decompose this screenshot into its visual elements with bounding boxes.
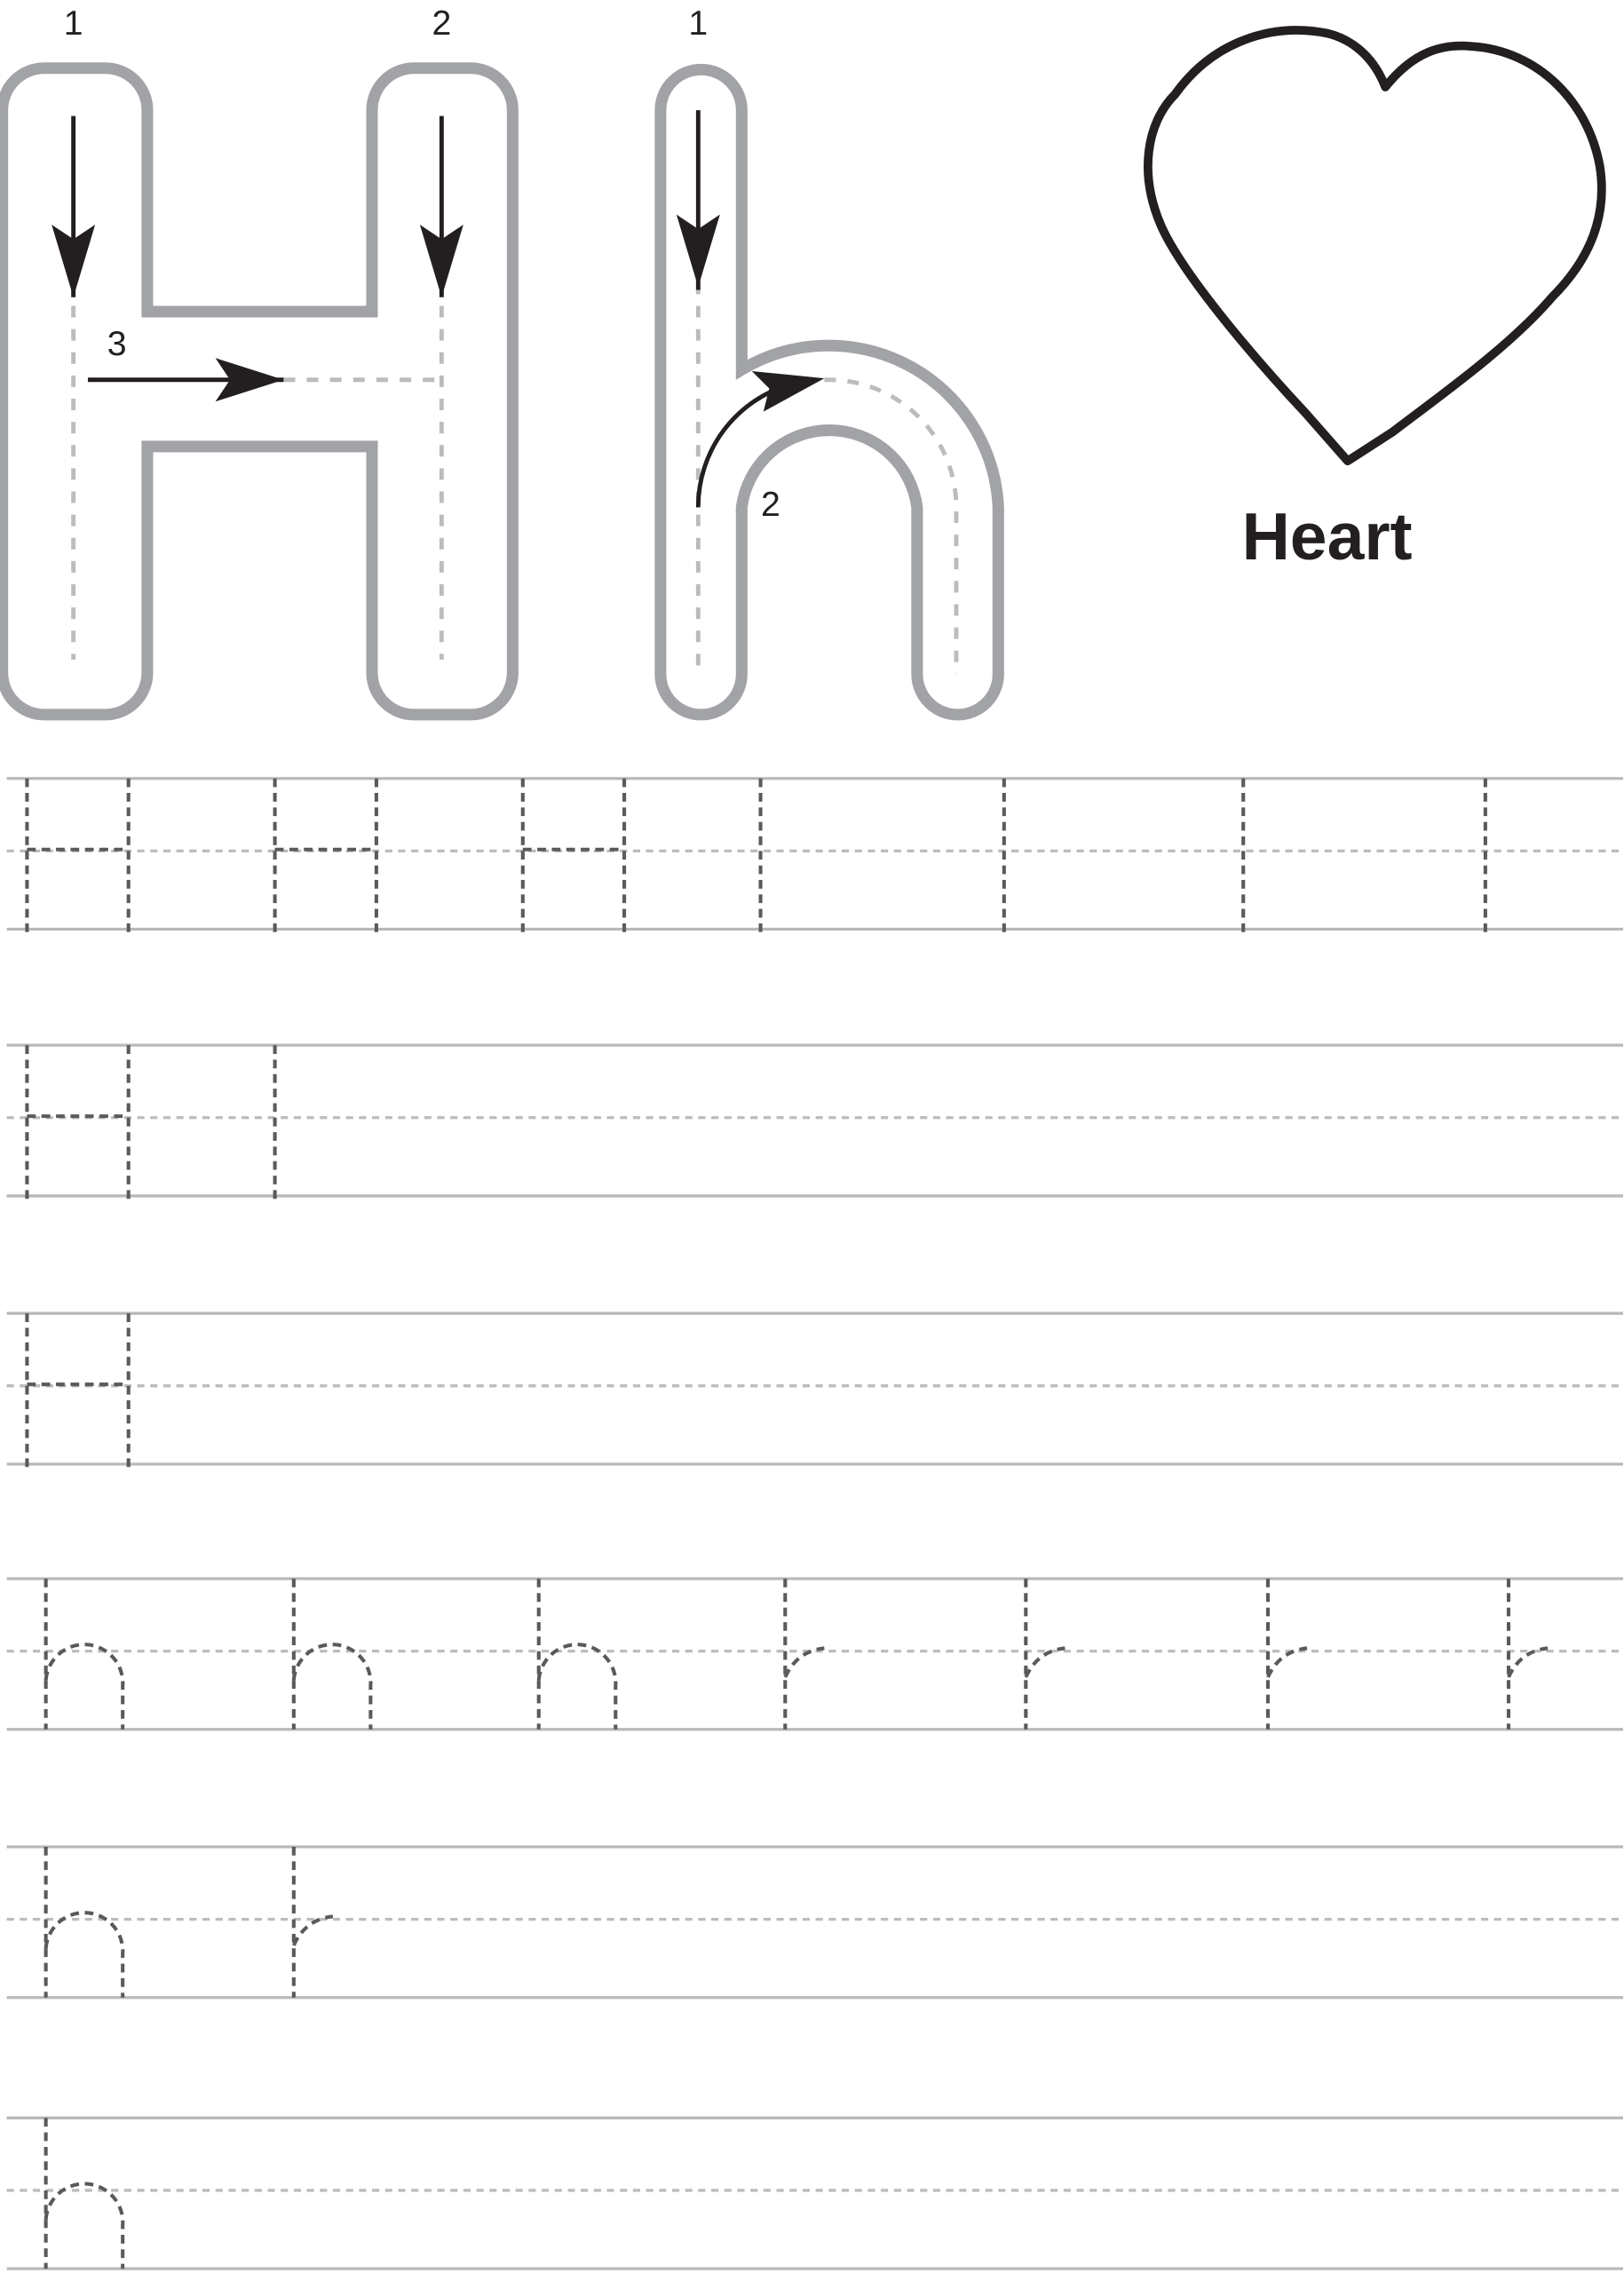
uppercase-h-dashed-guides xyxy=(71,282,444,660)
stroke-arrow-2 xyxy=(419,115,463,297)
start-guide-lowercase-h xyxy=(1506,1578,1549,1730)
stroke-number: 1 xyxy=(688,4,708,43)
stroke-arrow-1 xyxy=(676,110,720,290)
h-arch-start xyxy=(1024,1646,1066,1678)
h-arch xyxy=(291,1643,373,1730)
traceable-lowercase-h xyxy=(44,2118,125,2269)
uppercase-h-outline xyxy=(0,62,519,721)
traceable-uppercase-h xyxy=(25,1045,131,1200)
h-arch xyxy=(44,1911,125,1998)
traceable-uppercase-h xyxy=(25,778,131,932)
traceable-lowercase-h xyxy=(291,1578,373,1730)
heart-picture: Heart xyxy=(1144,26,1606,574)
uppercase-h-model: 1 2 3 xyxy=(0,4,519,721)
lowercase-h-dashed-guides xyxy=(695,282,959,675)
lowercase-h-model: 1 2 xyxy=(654,4,1004,721)
start-guide-lowercase-h xyxy=(783,1578,825,1730)
traceable-uppercase-h xyxy=(520,778,627,932)
practice-row xyxy=(6,777,1623,934)
start-guide-lowercase-h xyxy=(1265,1578,1308,1730)
practice-row xyxy=(6,1311,1623,1468)
h-arch-start xyxy=(1266,1646,1308,1678)
h-arch xyxy=(536,1643,618,1730)
practice-row xyxy=(6,1577,1623,1731)
traceable-uppercase-h xyxy=(25,1313,131,1468)
stroke-arrow-2 xyxy=(695,370,825,508)
picture-word: Heart xyxy=(1242,499,1413,574)
stroke-arrow-3 xyxy=(87,358,284,402)
h-arch-start xyxy=(783,1646,825,1678)
start-guide-lowercase-h xyxy=(1024,1578,1066,1730)
h-arch-start xyxy=(1507,1646,1549,1678)
stroke-number: 2 xyxy=(761,486,780,524)
stroke-number: 1 xyxy=(64,4,83,43)
practice-row xyxy=(6,2116,1623,2270)
start-guide-lowercase-h xyxy=(291,1847,334,1998)
stroke-number: 3 xyxy=(107,325,127,363)
lowercase-h-outline xyxy=(654,63,1004,721)
stroke-number: 2 xyxy=(432,4,451,43)
stroke-arrow-1 xyxy=(51,115,96,297)
traceable-lowercase-h xyxy=(44,1847,125,1998)
h-arch xyxy=(44,1643,125,1730)
practice-rows xyxy=(6,777,1623,2270)
heart-icon xyxy=(1144,26,1606,466)
traceable-lowercase-h xyxy=(536,1578,618,1730)
h-arch-start xyxy=(291,1914,334,1946)
traceable-lowercase-h xyxy=(44,1578,125,1730)
h-arch xyxy=(44,2182,125,2269)
practice-row xyxy=(6,1043,1623,1200)
practice-row xyxy=(6,1845,1623,2000)
traceable-uppercase-h xyxy=(273,778,378,932)
